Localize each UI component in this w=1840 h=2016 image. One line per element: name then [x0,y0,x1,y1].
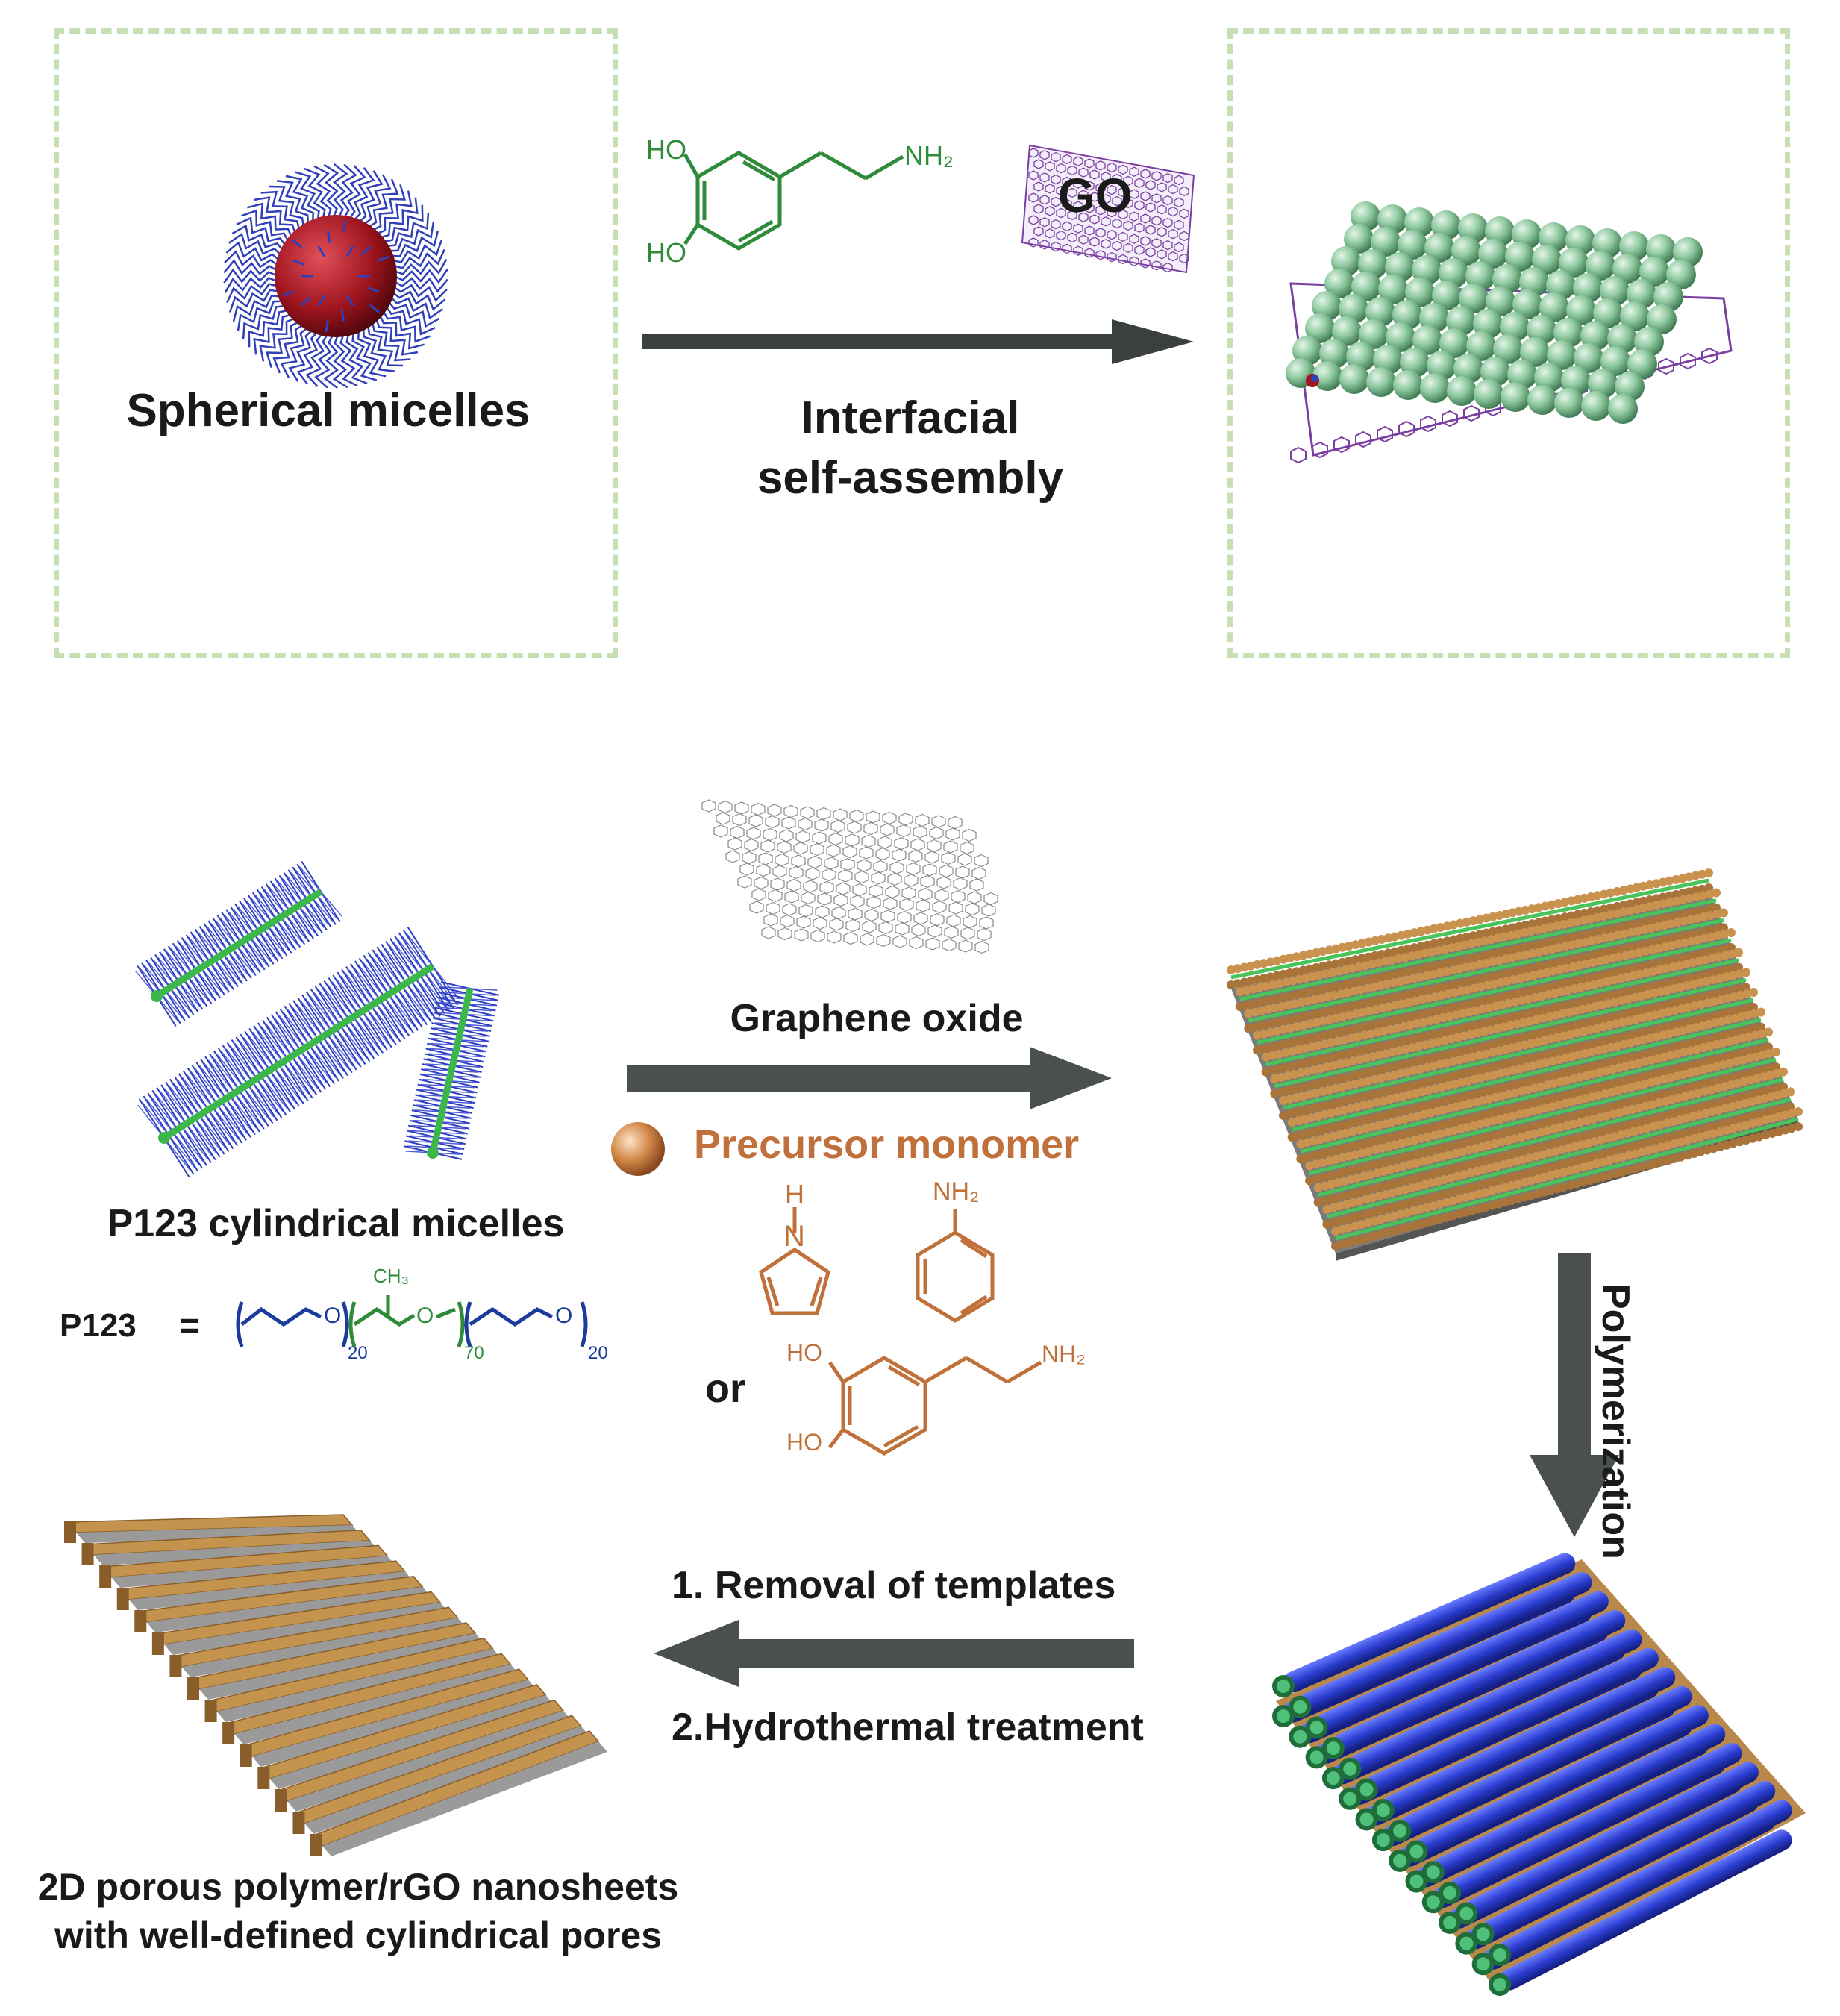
svg-text:O: O [555,1303,572,1328]
dopamine-nh2: NH₂ [904,140,954,171]
svg-text:O: O [324,1303,341,1328]
removal-of-templates-label: 1. Removal of templates [672,1564,1116,1607]
svg-text:O: O [416,1303,434,1328]
polymer-coated-cylinders-icon [1272,1553,1806,1996]
self-assembly-label: self-assembly [757,452,1064,504]
dopamine-orange-ho-bottom: HO [786,1429,822,1456]
dopamine-ho-top: HO [646,134,686,165]
cylindrical-micelles-icon [135,860,500,1177]
spherical-micelles-label: Spherical micelles [126,385,531,436]
pyrrole-molecule-icon [759,1207,830,1315]
p123-lhs: P123 [60,1307,137,1344]
final-product-line1: 2D porous polymer/rGO nanosheets [37,1866,679,1908]
sphere-monolayer-on-go-icon [1286,201,1733,464]
p123-cylindrical-micelles-label: P123 cylindrical micelles [107,1202,565,1245]
aniline-nh2: NH₂ [933,1177,980,1206]
pyrrole-h: H [785,1179,804,1209]
p123-formula-icon: O O O [236,1295,588,1347]
porous-nanosheet-icon [64,1514,607,1856]
graphene-oxide-arrow [627,1047,1112,1109]
p123-equals: = [179,1306,201,1346]
dopamine-orange-molecule-icon [827,1356,1042,1456]
pyrrole-n: N [783,1220,805,1253]
precursor-monomer-label: Precursor monomer [694,1122,1080,1167]
graphene-oxide-label: Graphene oxide [730,997,1024,1040]
top-left-frame [54,28,618,658]
micelle-monomer-go-composite-icon [1227,868,1803,1261]
go-label: GO [1058,169,1133,222]
precursor-monomer-sphere-icon [611,1122,665,1176]
p123-n2: 70 [464,1343,484,1363]
graphene-sheet-icon [701,799,998,954]
dopamine-ho-bottom: HO [646,237,686,268]
dopamine-orange-ho-top: HO [786,1339,822,1366]
polymerization-arrow [1530,1253,1619,1537]
dopamine-molecule-icon [683,151,904,251]
interfacial-label: Interfacial [801,392,1020,444]
p123-n1: 20 [348,1343,368,1363]
p123-ch3: CH₃ [373,1265,410,1287]
dopamine-orange-nh2: NH₂ [1042,1341,1086,1368]
removal-arrow [654,1620,1134,1687]
self-assembly-arrow [642,319,1194,364]
top-right-frame [1227,28,1790,658]
final-product-line2: with well-defined cylindrical pores [54,1915,663,1956]
or-label: or [705,1366,745,1411]
polymerization-label: Polymerization [1594,1283,1637,1559]
hydrothermal-treatment-label: 2.Hydrothermal treatment [672,1706,1144,1749]
p123-n3: 20 [588,1343,608,1363]
aniline-molecule-icon [916,1209,995,1323]
go-sheet-icon [1021,144,1195,274]
spherical-micelle-icon [223,163,448,389]
